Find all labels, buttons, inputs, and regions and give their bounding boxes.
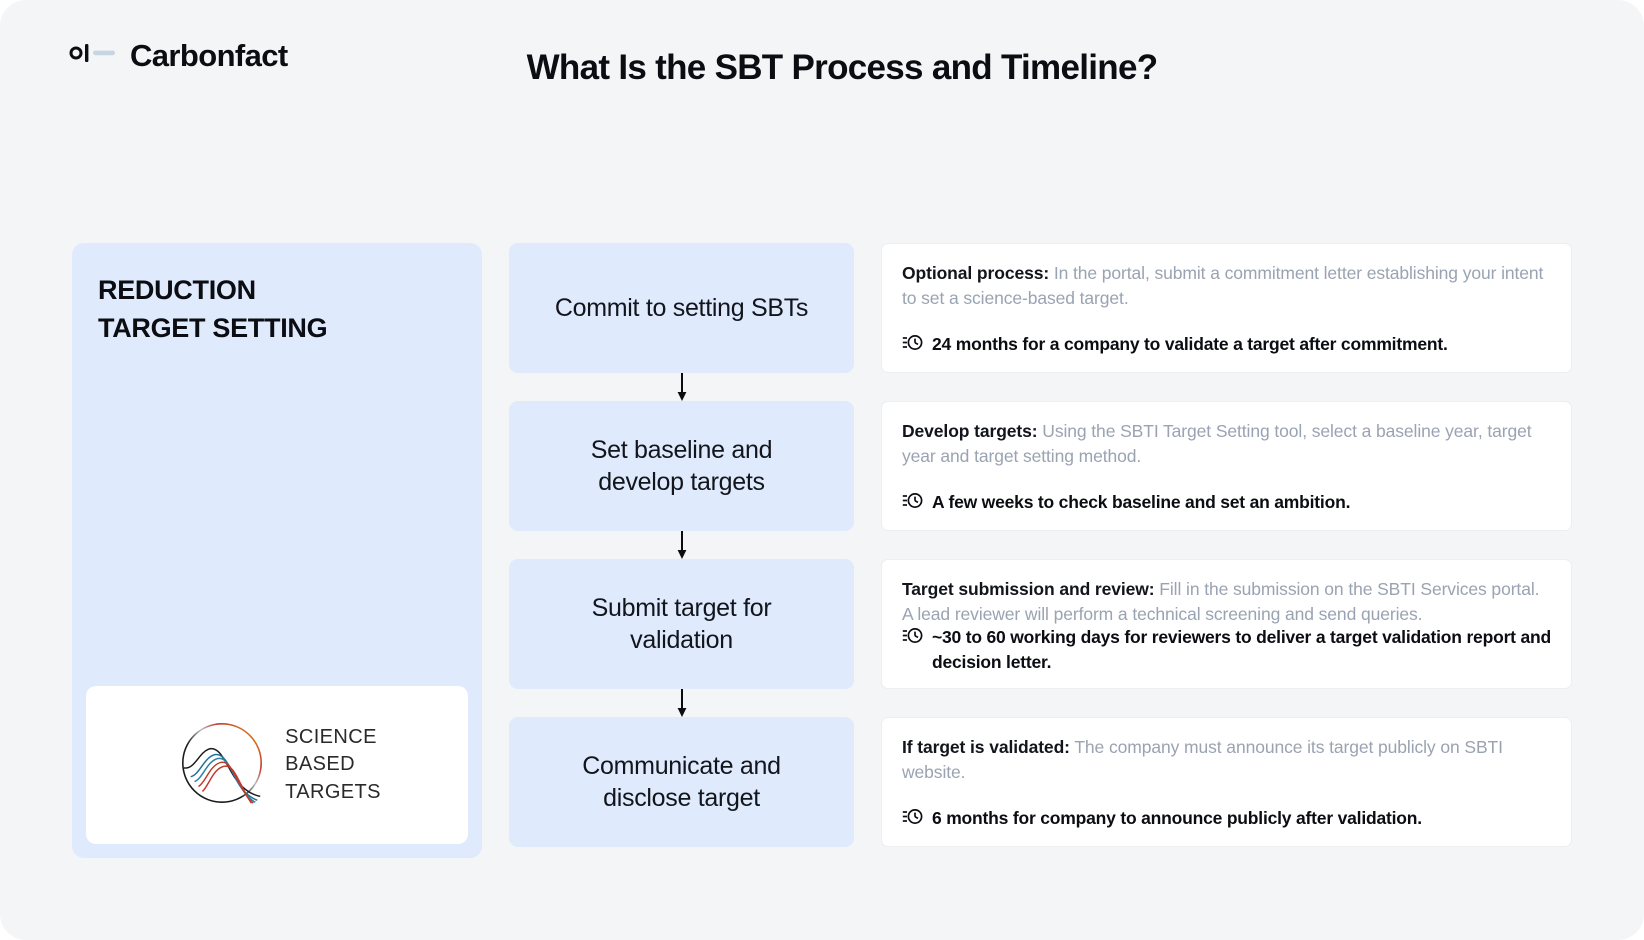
detail-label: Optional process: [902,263,1050,283]
flow-step-label: Submit target for validation [591,593,772,655]
carbonfact-logo-icon [68,42,116,69]
reduction-target-setting-panel: REDUCTION TARGET SETTING [72,243,482,858]
science-based-targets-logo-icon [173,714,271,817]
brand-name: Carbonfact [130,38,288,73]
flow-step-commit[interactable]: Commit to setting SBTs [509,243,854,373]
flow-step-communicate[interactable]: Communicate and disclose target [509,717,854,847]
arrow-down-icon [509,373,854,401]
detail-timeline-text: 6 months for company to announce publicl… [932,807,1422,828]
history-clock-icon [902,334,923,356]
detail-timeline-text: ~30 to 60 working days for reviewers to … [932,627,1551,672]
flow-step-label: Communicate and disclose target [582,751,781,813]
detail-label: Develop targets: [902,421,1038,441]
flow-step-label: Commit to setting SBTs [554,293,809,322]
detail-description: Develop targets: Using the SBTI Target S… [902,419,1551,469]
history-clock-icon [902,627,923,649]
page-title: What Is the SBT Process and Timeline? [526,48,1159,87]
detail-text: Fill in the submission on the SBTI Servi… [902,579,1540,624]
detail-description: Target submission and review: Fill in th… [902,577,1551,627]
brand-logo: Carbonfact [68,40,288,71]
detail-label: Target submission and review: [902,579,1155,599]
arrow-down-icon [509,531,854,559]
header: Carbonfact What Is the SBT Process and T… [0,0,1644,150]
flow-step-set-baseline[interactable]: Set baseline and develop targets [509,401,854,531]
detail-text: The company must announce its target pub… [902,737,1503,782]
sbt-logo-card: SCIENCE BASED TARGETS [86,686,468,844]
detail-description: If target is validated: The company must… [902,735,1551,785]
history-clock-icon [902,808,923,830]
flow-step-submit-target[interactable]: Submit target for validation [509,559,854,689]
detail-timeline: A few weeks to check baseline and set an… [902,490,1551,515]
detail-timeline-text: A few weeks to check baseline and set an… [932,491,1351,512]
content-area: REDUCTION TARGET SETTING [72,243,1572,858]
detail-timeline: ~30 to 60 working days for reviewers to … [902,625,1551,674]
sbt-logo-wordmark: SCIENCE BASED TARGETS [285,725,381,803]
detail-timeline: 6 months for company to announce publicl… [902,806,1551,831]
process-flow-column: Commit to setting SBTs Set baseline and … [509,243,854,847]
detail-timeline-text: 24 months for a company to validate a ta… [932,333,1448,354]
detail-card-target-submission: Target submission and review: Fill in th… [881,559,1572,689]
detail-card-if-validated: If target is validated: The company must… [881,717,1572,847]
detail-card-optional-process: Optional process: In the portal, submit … [881,243,1572,373]
history-clock-icon [902,492,923,514]
detail-text: In the portal, submit a commitment lette… [902,263,1544,308]
columns: REDUCTION TARGET SETTING [72,243,1572,858]
detail-card-develop-targets: Develop targets: Using the SBTI Target S… [881,401,1572,531]
detail-description: Optional process: In the portal, submit … [902,261,1551,311]
detail-text: Using the SBTI Target Setting tool, sele… [902,421,1532,466]
detail-label: If target is validated: [902,737,1070,757]
detail-timeline: 24 months for a company to validate a ta… [902,332,1551,357]
panel-title: REDUCTION TARGET SETTING [98,275,328,344]
details-column: Optional process: In the portal, submit … [881,243,1572,847]
flow-step-label: Set baseline and develop targets [590,435,773,497]
arrow-down-icon [509,689,854,717]
